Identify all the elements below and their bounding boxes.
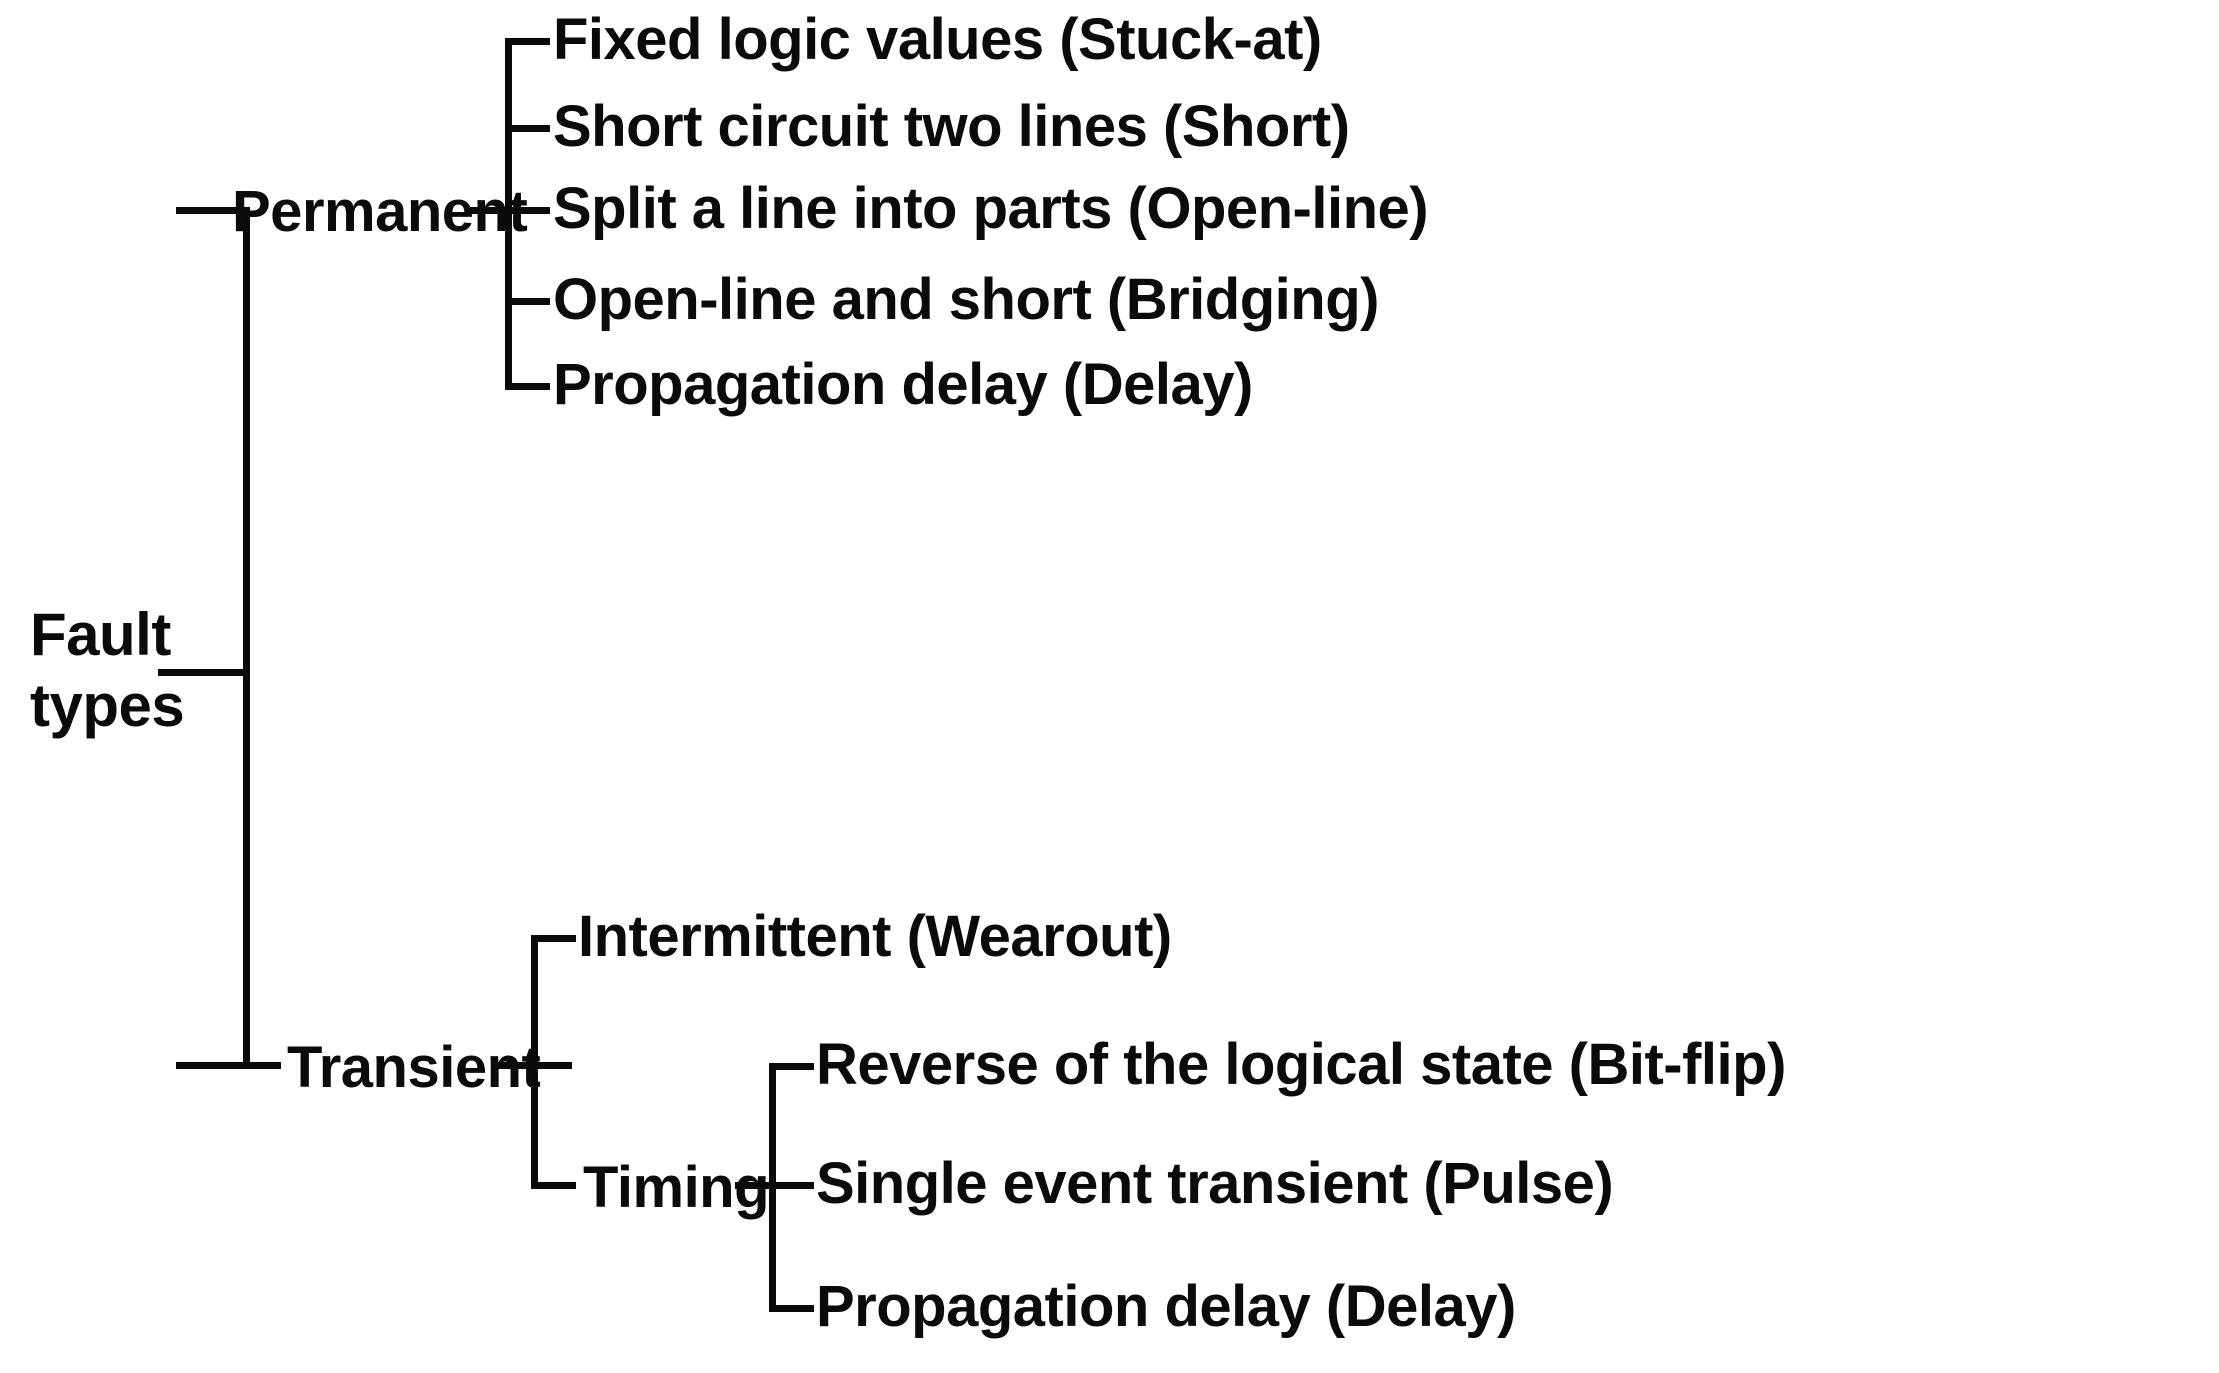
root-node-fault-types: Fault types: [30, 601, 185, 739]
leaf-node-permanent-delay: Propagation delay (Delay): [553, 352, 1253, 417]
permanent-child-line-3: [505, 207, 550, 214]
leaf-node-pulse: Single event transient (Pulse): [816, 1151, 1614, 1216]
permanent-child-line-1: [505, 38, 550, 45]
permanent-child-line-4: [505, 298, 550, 305]
root-spine-line: [243, 207, 250, 1069]
timing-child-line-1: [769, 1063, 814, 1070]
permanent-child-line-5: [505, 383, 550, 390]
transient-child-line-1: [531, 935, 576, 942]
transient-child-line-2: [531, 1182, 576, 1189]
leaf-node-transient-delay: Propagation delay (Delay): [816, 1274, 1516, 1339]
leaf-node-bridging: Open-line and short (Bridging): [553, 267, 1379, 332]
permanent-child-line-2: [505, 125, 550, 132]
leaf-node-intermittent: Intermittent (Wearout): [578, 904, 1172, 969]
timing-child-line-3: [769, 1305, 814, 1312]
transient-children-spine-line: [531, 935, 538, 1189]
leaf-node-stuck-at: Fixed logic values (Stuck-at): [553, 7, 1322, 72]
permanent-children-spine-line: [505, 38, 512, 390]
leaf-node-bit-flip: Reverse of the logical state (Bit-flip): [816, 1032, 1786, 1097]
leaf-node-open-line: Split a line into parts (Open-line): [553, 176, 1429, 241]
timing-child-line-2: [769, 1182, 814, 1189]
transient-branch-line: [176, 1062, 281, 1069]
leaf-node-short: Short circuit two lines (Short): [553, 94, 1350, 159]
root-connector-line: [158, 669, 250, 676]
permanent-branch-line: [176, 207, 236, 214]
